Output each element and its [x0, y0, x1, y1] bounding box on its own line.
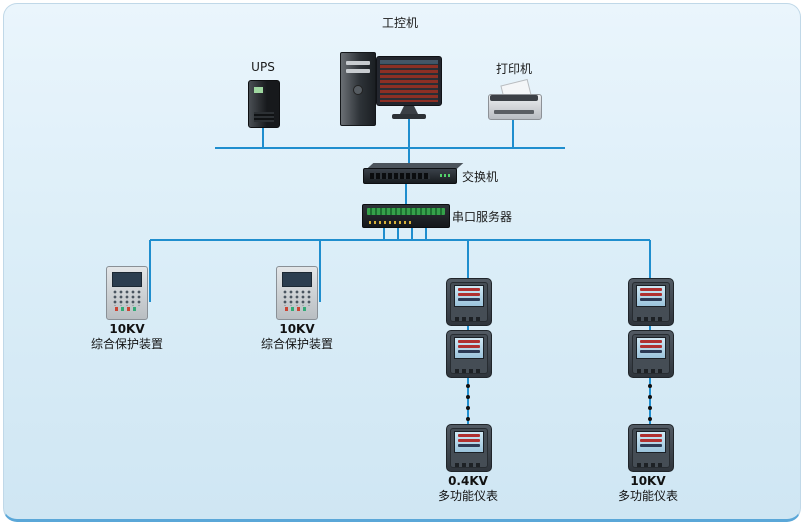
monitor-screen	[380, 60, 438, 102]
protection2-name: 综合保护装置	[260, 337, 333, 351]
switch-leds	[440, 174, 450, 177]
terminal-block-strip	[367, 208, 445, 215]
protection1-voltage: 10KV	[109, 322, 145, 336]
monitor-stand	[400, 106, 418, 114]
switch-label: 交换机	[462, 170, 499, 184]
meter-screen	[636, 431, 666, 453]
power-meter-icon	[446, 330, 492, 378]
switch-ports	[370, 173, 430, 179]
meter-buttons	[637, 463, 665, 467]
power-meter-icon	[446, 424, 492, 472]
switch-icon	[363, 168, 457, 184]
meter-screen	[454, 337, 484, 359]
drive-bay	[346, 69, 370, 73]
ups-label: UPS	[251, 60, 275, 74]
printer-label: 打印机	[495, 62, 532, 76]
pc-monitor-icon	[376, 56, 442, 106]
meter-screen	[636, 337, 666, 359]
protection2-voltage: 10KV	[279, 322, 315, 336]
ups-icon	[248, 80, 280, 128]
protection-device-icon	[276, 266, 318, 320]
meter-screen	[454, 285, 484, 307]
power-meter-icon	[628, 330, 674, 378]
meter-buttons	[637, 369, 665, 373]
meter-column1-voltage: 0.4KV	[448, 474, 488, 488]
ellipsis-dots	[465, 384, 471, 421]
power-meter-icon	[446, 278, 492, 326]
meter-column1-label: 0.4KV 多功能仪表	[407, 474, 529, 504]
power-button	[353, 85, 363, 95]
meter-column2-name: 多功能仪表	[617, 489, 678, 503]
protection1-name: 综合保护装置	[90, 337, 163, 351]
meter-buttons	[637, 317, 665, 321]
protection2-label: 10KV 综合保护装置	[236, 322, 358, 352]
serial-server-icon	[362, 204, 450, 228]
relay-screen	[282, 272, 312, 287]
server-leds	[369, 221, 411, 224]
power-meter-icon	[628, 278, 674, 326]
serial-server-label: 串口服务器	[452, 210, 513, 224]
printer-output-slot	[494, 110, 534, 114]
pc-tower-icon	[340, 52, 376, 126]
protection1-label: 10KV 综合保护装置	[66, 322, 188, 352]
meter-column2-label: 10KV 多功能仪表	[587, 474, 709, 504]
printer-icon	[488, 78, 542, 120]
drive-bay	[346, 61, 370, 65]
protection-device-icon	[106, 266, 148, 320]
meter-buttons	[455, 463, 483, 467]
relay-screen	[112, 272, 142, 287]
relay-leds	[285, 307, 309, 311]
meter-column2-voltage: 10KV	[630, 474, 666, 488]
ups-display	[254, 87, 263, 93]
relay-keypad	[283, 290, 311, 306]
ups-vents	[254, 112, 274, 122]
monitor-base	[392, 114, 426, 119]
meter-screen	[454, 431, 484, 453]
relay-keypad	[113, 290, 141, 306]
meter-buttons	[455, 369, 483, 373]
meter-column1-name: 多功能仪表	[437, 489, 498, 503]
power-meter-icon	[628, 424, 674, 472]
meter-buttons	[455, 317, 483, 321]
industrial-pc-label: 工控机	[381, 16, 418, 30]
relay-leds	[115, 307, 139, 311]
meter-screen	[636, 285, 666, 307]
ellipsis-dots	[647, 384, 653, 421]
printer-top-band	[490, 95, 538, 101]
